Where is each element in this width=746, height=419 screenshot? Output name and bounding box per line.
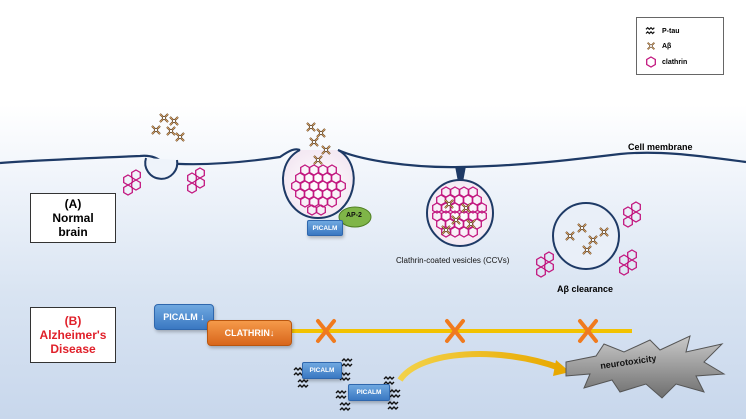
blocked-cross-1 — [316, 319, 336, 343]
clathrin-cluster-left-2 — [187, 167, 205, 194]
blocked-cross-2 — [445, 319, 465, 343]
legend: P-tau Aβ clathrin — [636, 17, 724, 75]
picalm-small-1: PICALM — [302, 362, 342, 379]
neurotoxicity-burst — [565, 335, 726, 399]
panel-b-box: (B) Alzheimer's Disease — [30, 307, 116, 363]
clearance-vesicle — [552, 202, 620, 270]
legend-item-p-tau: P-tau — [645, 26, 680, 36]
panel-a-box: (A) Normal brain — [30, 193, 116, 243]
legend-label-abeta: Aβ — [662, 42, 672, 50]
picalm-label-normal: PICALM — [307, 220, 343, 236]
endocytic-pit — [144, 157, 179, 180]
dynamin-neck — [455, 166, 466, 182]
cell-membrane-label: Cell membrane — [628, 142, 693, 152]
panel-a-line1: Normal — [52, 211, 94, 225]
amyloid-beta-icon — [646, 41, 656, 51]
curved-arrow — [397, 351, 562, 382]
clathrin-cluster-left-1 — [123, 169, 141, 196]
clathrin-icon — [646, 56, 656, 68]
p-tau-icon — [645, 27, 655, 35]
clathrin-pathway-bar — [290, 329, 632, 333]
ap2-label: AP-2 — [346, 212, 362, 219]
panel-a-line2: brain — [58, 225, 88, 239]
free-clathrin-right-1 — [623, 201, 641, 228]
abeta-clearance-label: Aβ clearance — [557, 284, 614, 294]
free-clathrin-right-2 — [619, 249, 637, 276]
panel-b-line1: Alzheimer's — [39, 328, 107, 342]
panel-b-line2: Disease — [50, 342, 96, 356]
legend-label-clathrin: clathrin — [662, 58, 688, 66]
panel-a-letter: (A) — [64, 197, 82, 211]
legend-label-p-tau: P-tau — [662, 27, 680, 35]
legend-item-clathrin: clathrin — [645, 56, 687, 68]
amyloid-beta-cluster-1 — [151, 113, 185, 142]
legend-item-abeta: Aβ — [645, 41, 671, 51]
free-clathrin-right-3 — [536, 251, 554, 278]
clathrin-down-label: CLATHRIN↓ — [207, 320, 292, 346]
picalm-down-label: PICALM ↓ — [154, 304, 214, 330]
ccv-label: Clathrin-coated vesicles (CCVs) — [396, 256, 510, 265]
picalm-small-2: PICALM — [348, 384, 390, 401]
blocked-cross-3 — [578, 319, 598, 343]
panel-b-letter: (B) — [64, 314, 82, 328]
ap2-adaptor — [338, 206, 372, 228]
